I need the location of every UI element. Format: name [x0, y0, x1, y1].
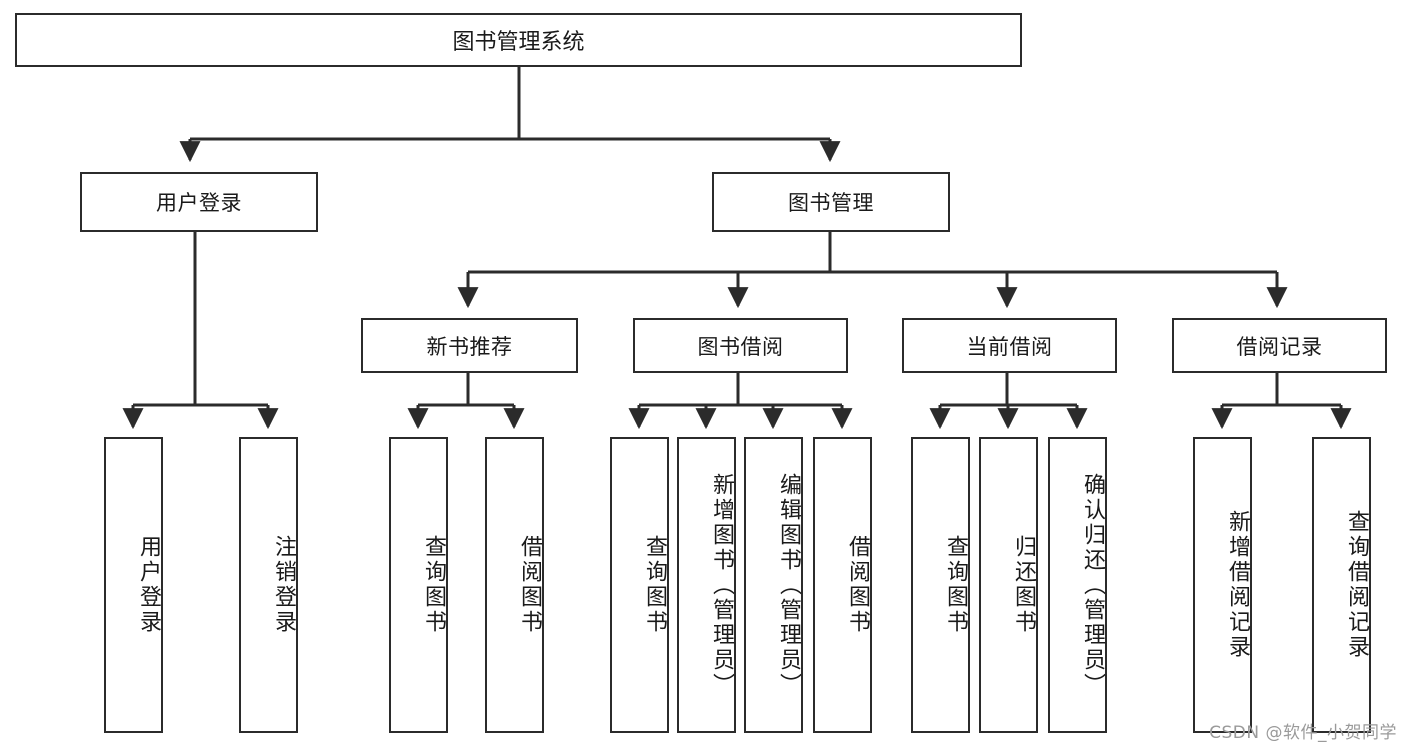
- leaf-book-borrow-edit[interactable]: 编辑图书（管理员）: [744, 437, 803, 733]
- node-label: 编辑图书（管理员）: [776, 472, 801, 698]
- node-root-book-management-system[interactable]: 图书管理系统: [15, 13, 1022, 67]
- node-label: 借阅图书: [517, 535, 542, 635]
- node-label: 归还图书: [1011, 535, 1036, 635]
- leaf-book-borrow-query[interactable]: 查询图书: [610, 437, 669, 733]
- node-label: 注销登录: [271, 535, 296, 635]
- node-borrow-record[interactable]: 借阅记录: [1172, 318, 1387, 373]
- node-book-management[interactable]: 图书管理: [712, 172, 950, 232]
- node-label: 新书推荐: [426, 334, 513, 359]
- leaf-book-borrow-add[interactable]: 新增图书（管理员）: [677, 437, 736, 733]
- node-label: 查询借阅记录: [1344, 510, 1369, 660]
- node-book-borrow[interactable]: 图书借阅: [633, 318, 848, 373]
- leaf-current-borrow-confirm-return[interactable]: 确认归还（管理员）: [1048, 437, 1107, 733]
- leaf-current-borrow-return[interactable]: 归还图书: [979, 437, 1038, 733]
- leaf-new-book-borrow[interactable]: 借阅图书: [485, 437, 544, 733]
- node-current-borrow[interactable]: 当前借阅: [902, 318, 1117, 373]
- node-label: 新增图书（管理员）: [709, 472, 734, 698]
- leaf-new-book-query[interactable]: 查询图书: [389, 437, 448, 733]
- node-label: 查询图书: [642, 535, 667, 635]
- node-label: 借阅记录: [1236, 334, 1323, 359]
- leaf-user-login-login[interactable]: 用户登录: [104, 437, 163, 733]
- leaf-borrow-record-add[interactable]: 新增借阅记录: [1193, 437, 1252, 733]
- node-label: 用户登录: [136, 535, 161, 635]
- leaf-book-borrow-borrow[interactable]: 借阅图书: [813, 437, 872, 733]
- node-new-book-recommend[interactable]: 新书推荐: [361, 318, 578, 373]
- node-label: 借阅图书: [845, 535, 870, 635]
- node-label: 查询图书: [943, 535, 968, 635]
- node-label: 图书管理: [788, 191, 874, 215]
- node-label: 用户登录: [156, 191, 242, 215]
- node-label: 图书管理系统: [452, 30, 585, 55]
- node-label: 当前借阅: [966, 334, 1053, 359]
- node-label: 图书借阅: [697, 334, 784, 359]
- node-label: 新增借阅记录: [1225, 510, 1250, 660]
- leaf-borrow-record-query[interactable]: 查询借阅记录: [1312, 437, 1371, 733]
- leaf-current-borrow-query[interactable]: 查询图书: [911, 437, 970, 733]
- node-user-login[interactable]: 用户登录: [80, 172, 318, 232]
- node-label: 确认归还（管理员）: [1080, 472, 1105, 698]
- watermark: CSDN @软件_小贺同学: [1209, 723, 1397, 743]
- leaf-user-login-logout[interactable]: 注销登录: [239, 437, 298, 733]
- node-label: 查询图书: [421, 535, 446, 635]
